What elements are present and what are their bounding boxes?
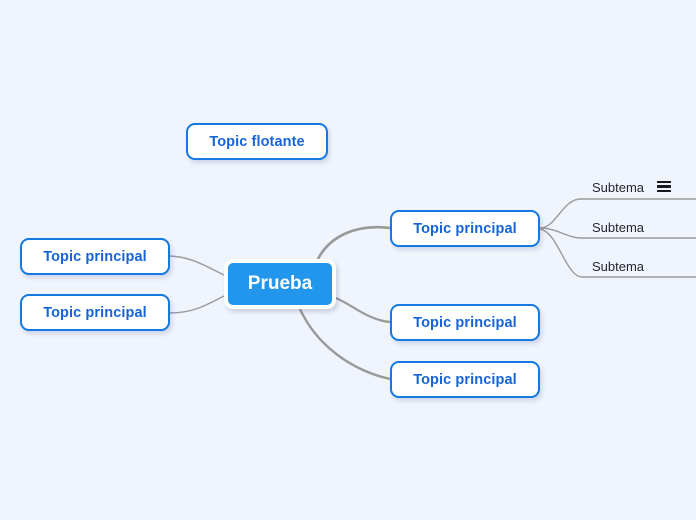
left-topic-label-1: Topic principal xyxy=(43,248,147,265)
right-topic-node-1[interactable]: Topic principal xyxy=(390,210,540,247)
subtopic-node-1[interactable]: Subtema xyxy=(592,180,644,195)
right-topic-label-3: Topic principal xyxy=(413,371,517,388)
hamburger-bar-top xyxy=(657,181,671,184)
right-topic-label-2: Topic principal xyxy=(413,314,517,331)
subtopic-node-2[interactable]: Subtema xyxy=(592,220,644,235)
root-node-label: Prueba xyxy=(247,273,313,294)
connector-root-right-2 xyxy=(335,296,391,324)
right-topic-label-1: Topic principal xyxy=(413,220,517,237)
connector-root-left-2 xyxy=(169,295,225,314)
hamburger-menu-icon[interactable] xyxy=(657,181,671,192)
left-topic-node-2[interactable]: Topic principal xyxy=(20,294,170,331)
hamburger-bar-middle xyxy=(657,185,671,188)
connector-root-right-3 xyxy=(298,308,391,381)
connector-root-right-1 xyxy=(316,225,391,260)
subtopic-label-3: Subtema xyxy=(592,259,645,274)
subtopic-label-1: Subtema xyxy=(592,180,645,195)
floating-topic-label: Topic flotante xyxy=(209,133,305,150)
connector-root-left-1 xyxy=(169,255,225,276)
right-topic-node-3[interactable]: Topic principal xyxy=(390,361,540,398)
subtopic-node-3[interactable]: Subtema xyxy=(592,259,644,274)
right-topic-node-2[interactable]: Topic principal xyxy=(390,304,540,341)
left-topic-label-2: Topic principal xyxy=(43,304,147,321)
hamburger-bar-bottom xyxy=(657,189,671,192)
floating-topic-node[interactable]: Topic flotante xyxy=(186,123,328,160)
subtopic-label-2: Subtema xyxy=(592,220,645,235)
left-topic-node-1[interactable]: Topic principal xyxy=(20,238,170,275)
root-node-prueba[interactable]: Prueba xyxy=(224,259,336,309)
